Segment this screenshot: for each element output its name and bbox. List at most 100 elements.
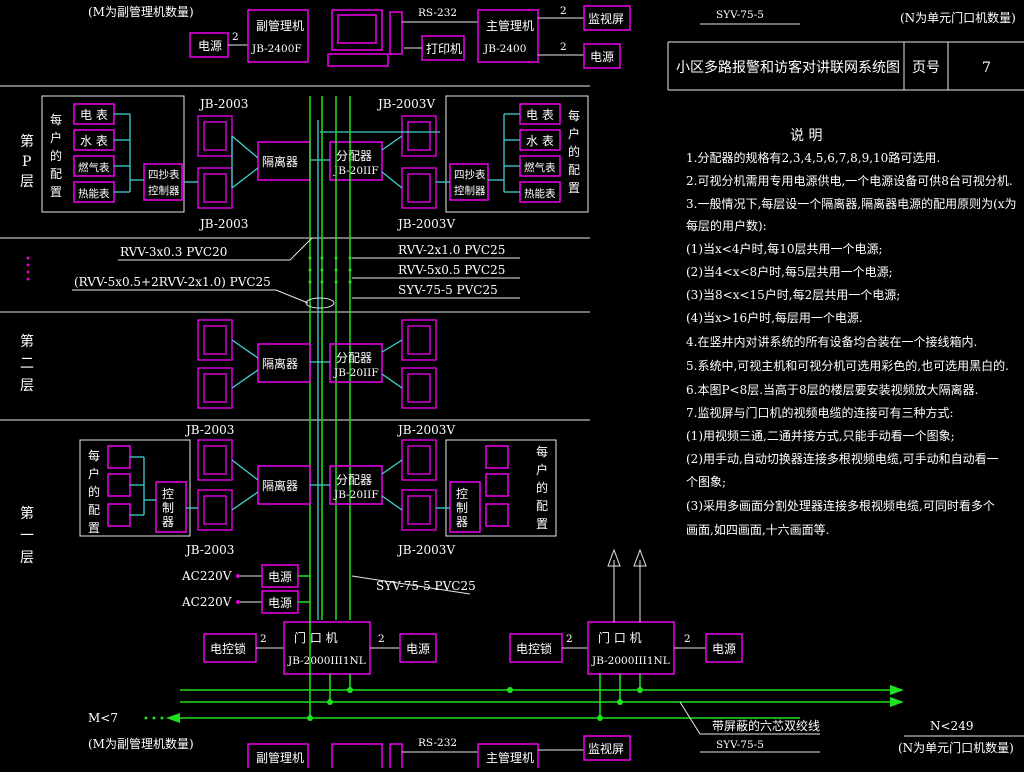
floor-label-p: 第 P 层 (20, 133, 34, 190)
bottom-main-manager-box (477, 743, 539, 772)
top-left-note: (M为副管理机数量) (88, 4, 194, 19)
svg-text:层: 层 (20, 378, 34, 394)
svg-text:控制器: 控制器 (454, 184, 486, 197)
top-main-manager-box (477, 9, 539, 63)
svg-text:器: 器 (456, 515, 468, 529)
cable-label-2: (RVV-5x0.5+2RVV-2x1.0) PVC25 (74, 275, 271, 289)
floor-p-jb2003v-bottom: JB-2003V (396, 217, 455, 231)
ac-power-label-1: 电源 (268, 570, 292, 584)
note-line-12: 7.监视屏与门口机的视频电缆的连接可有三种方式: (686, 405, 954, 420)
bottom-sub-manager-label: 副管理机 (256, 750, 304, 765)
floor-p-right-phones (401, 115, 437, 209)
svg-text:配: 配 (50, 167, 62, 181)
top-monitor-label: 监视屏 (588, 11, 624, 26)
top-two-2: 2 (560, 5, 567, 17)
floor-1-jb2003-top: JB-2003 (184, 423, 234, 437)
top-printer-label: 打印机 (426, 42, 462, 56)
top-main-manager-model: JB-2400 (483, 43, 526, 55)
top-two-1: 2 (232, 31, 239, 43)
floor-p-wiring (184, 131, 450, 189)
svg-text:置: 置 (88, 521, 100, 535)
door-machine-model-right: JB-2000III1NL (591, 655, 670, 667)
note-line-11: 6.本图P<8层.当高于8层的楼层要安装视频放大隔离器. (686, 382, 978, 397)
svg-text:制: 制 (456, 501, 468, 515)
cable-label-5: SYV-75-5 PVC25 (398, 283, 498, 297)
bottom-sub-manager-box (247, 743, 309, 772)
shield-cable-label: 带屏蔽的六芯双绞线 (712, 718, 820, 733)
top-right-note: (N为单元门口机数量) (900, 10, 1016, 25)
door-power-label-right: 电源 (712, 642, 736, 656)
top-sub-manager-label: 副管理机 (256, 18, 304, 33)
door-power-box-right (705, 633, 743, 663)
svg-text:置: 置 (536, 517, 548, 531)
m-condition: M<7 (88, 711, 118, 725)
top-power-label-left: 电源 (198, 39, 222, 53)
floor-1-wiring (186, 459, 450, 511)
door-machine-model-left: JB-2000III1NL (287, 655, 366, 667)
floor-1-jb2003-bottom: JB-2003 (184, 543, 234, 557)
electric-lock-label-left: 电控锁 (210, 641, 246, 656)
page-number: 7 (982, 60, 991, 76)
svg-text:置: 置 (50, 185, 62, 199)
floor-1-right-household: 控 制 器 每 户 的 配 置 (445, 439, 557, 537)
svg-text:每: 每 (536, 444, 548, 459)
floor-p-left-household: 每 户 的 配 置 电 表 水 表 燃气表 热能表 四抄表 控制器 (41, 95, 185, 213)
m-note: (M为副管理机数量) (88, 736, 194, 751)
floor-1-splitter-model: JB-20IIF (333, 489, 379, 501)
svg-text:燃气表: 燃气表 (524, 161, 556, 174)
title-block: 小区多路报警和访客对讲联网系统图 页号 7 (667, 41, 1024, 91)
svg-text:四抄表: 四抄表 (454, 168, 486, 181)
note-line-9: 4.在竖井内对讲系统的所有设备均合装在一个接线箱内. (686, 334, 977, 349)
top-power-label-right: 电源 (590, 50, 614, 64)
door-power-label-left: 电源 (406, 642, 430, 656)
bottom-door-system: 电控锁 2 门 口 机 JB-2000III1NL 2 电源 电控锁 2 门 口… (88, 548, 1024, 772)
svg-text:的: 的 (568, 144, 580, 159)
floor-2-isolator-box (257, 343, 311, 383)
floor-label-2: 第 二 层 (20, 333, 34, 394)
note-line-13: (1)用视频三通,二通并接方式,只能手动看一个图象; (686, 428, 955, 443)
top-strip: (M为副管理机数量) 电源 2 副管理机 JB-2400F RS-232 打印机… (88, 4, 1016, 69)
floor-1-jb2003v-top: JB-2003V (396, 423, 455, 437)
svg-text:户: 户 (50, 130, 62, 145)
svg-text:热能表: 热能表 (78, 187, 110, 200)
note-line-14: (2)用手动,自动切换器连接多根视频电缆,可手动和自动看一 (686, 451, 999, 466)
floor-p-jb2003-top: JB-2003 (198, 97, 248, 111)
riser-dots (308, 256, 352, 284)
top-two-3: 2 (560, 41, 567, 53)
floor-p-splitter-box (329, 141, 383, 181)
svg-text:的: 的 (50, 148, 62, 163)
bottom-monitor-box (583, 735, 631, 761)
floor-p-left-phones (197, 115, 233, 209)
svg-text:一: 一 (20, 528, 34, 544)
svg-text:的: 的 (88, 484, 100, 499)
ac220v-label-1: AC220V (181, 569, 232, 583)
door-machine-label-right: 门 口 机 (598, 630, 642, 645)
svg-text:层: 层 (20, 550, 34, 566)
note-line-16: (3)采用多画面分割处理器连接多根视频电缆,可同时看多个 (686, 498, 995, 513)
svg-text:置: 置 (568, 181, 580, 195)
bottom-rs232: RS-232 (418, 737, 457, 749)
svg-text:水 表: 水 表 (526, 134, 554, 148)
top-sub-manager-box (247, 9, 309, 63)
note-line-3: 3.一般情况下,每层设一个隔离器,隔离器电源的配用原则为(x为 (686, 196, 1017, 211)
floor-1-isolator-label: 隔离器 (262, 478, 298, 493)
floor-1-jb2003v-bottom: JB-2003V (396, 543, 455, 557)
door-machine-label-left: 门 口 机 (294, 630, 338, 645)
svg-text:每: 每 (568, 108, 580, 123)
floor-1-left-household: 每 户 的 配 置 控 制 器 (79, 439, 191, 537)
svg-text:第: 第 (20, 133, 34, 150)
floor-p-splitter-model: JB-20IIF (333, 165, 379, 177)
top-power-box-right (583, 43, 621, 69)
door-power-box-left (399, 633, 437, 663)
floor-p-right-household: 四抄表 控制器 电 表 水 表 燃气表 热能表 每 户 的 配 置 (445, 95, 589, 213)
floor-2-isolator-label: 隔离器 (262, 356, 298, 371)
svg-text:第: 第 (20, 333, 34, 350)
svg-text:二: 二 (20, 356, 34, 372)
svg-text:控制器: 控制器 (148, 184, 180, 197)
svg-text:每: 每 (50, 112, 62, 127)
floor-2-splitter-box (329, 343, 383, 383)
page-label: 页号 (912, 60, 940, 76)
svg-text:的: 的 (536, 480, 548, 495)
svg-text:P: P (22, 154, 31, 170)
